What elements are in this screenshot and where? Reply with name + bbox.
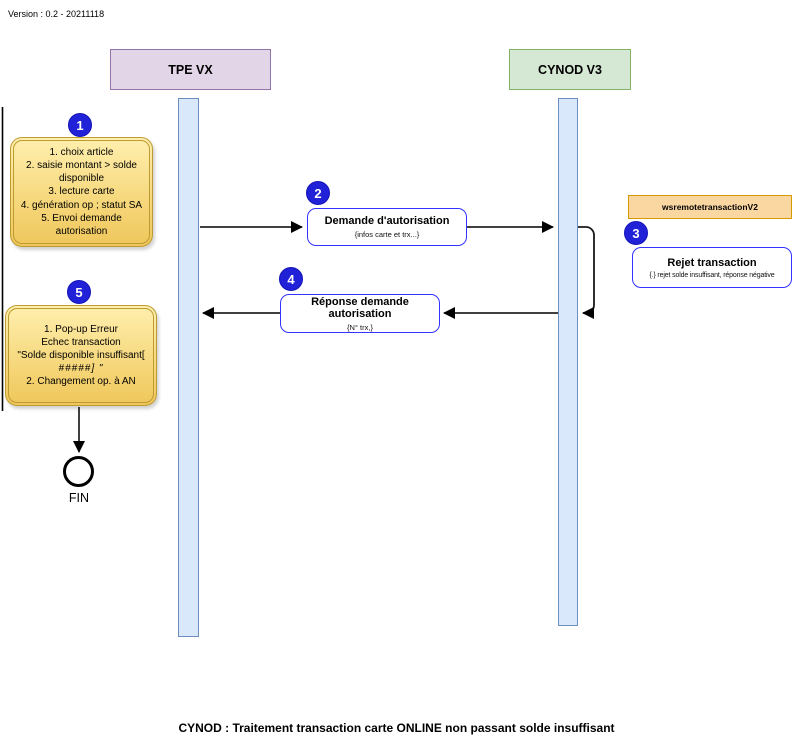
note-line: 3. lecture carte <box>48 186 115 198</box>
message-rejet-transaction: Rejet transaction {.} rejet solde insuff… <box>632 247 792 288</box>
version-label: Version : 0.2 - 20211118 <box>8 9 105 19</box>
step-badge-1: 1 <box>68 113 92 137</box>
step-badge-5: 5 <box>67 280 91 304</box>
note-line: 5. Envoi demande autorisation <box>41 212 122 237</box>
message-title: Demande d'autorisation <box>324 215 450 227</box>
step-badge-2: 2 <box>306 181 330 205</box>
arrow-cynod-self-loop <box>578 226 595 319</box>
message-title: Réponse demande autorisation <box>311 295 409 320</box>
message-subtitle: {N° trx,} <box>347 322 373 332</box>
note-line: 2. saisie montant > solde disponible <box>26 160 137 185</box>
message-title: Rejet transaction <box>667 256 757 269</box>
note-line: 1. choix article <box>49 146 114 158</box>
note-line: Echec transaction <box>41 336 121 348</box>
message-demande-autorisation: Demande d'autorisation {infos carte et t… <box>307 208 467 246</box>
message-subtitle: {.} rejet solde insuffisant, réponse nég… <box>649 271 775 279</box>
end-node-label: FIN <box>68 491 90 505</box>
message-subtitle: {infos carte et trx...} <box>354 230 420 239</box>
activation-bar-cynod <box>558 98 578 626</box>
lifeline-label-tpe: TPE VX <box>168 62 213 77</box>
service-box-wsremotetransaction: wsremotetransactionV2 <box>628 195 792 219</box>
service-box-label: wsremotetransactionV2 <box>662 202 758 212</box>
end-node-circle <box>63 456 94 487</box>
step-badge-4: 4 <box>279 267 303 291</box>
note-line: "Solde disponible insuffisant[ <box>17 349 145 361</box>
activation-bar-tpe <box>178 98 199 637</box>
note-steps-tpe: 1. choix article 2. saisie montant > sol… <box>10 137 153 247</box>
lifeline-label-cynod: CYNOD V3 <box>538 62 602 77</box>
lifeline-header-tpe-vx: TPE VX <box>110 49 271 90</box>
note-error-popup: 1. Pop-up Erreur Echec transaction "Sold… <box>5 305 157 406</box>
diagram-title: CYNOD : Traitement transaction carte ONL… <box>178 721 615 735</box>
note-line: 4. génération op ; statut SA <box>20 199 143 211</box>
note-line: #####] " <box>58 363 104 375</box>
note-line: 2. Changement op. à AN <box>26 376 136 388</box>
note-line: 1. Pop-up Erreur <box>44 323 118 335</box>
lifeline-header-cynod-v3: CYNOD V3 <box>509 49 631 90</box>
message-reponse-autorisation: Réponse demande autorisation {N° trx,} <box>280 294 440 333</box>
step-badge-3: 3 <box>624 221 648 245</box>
